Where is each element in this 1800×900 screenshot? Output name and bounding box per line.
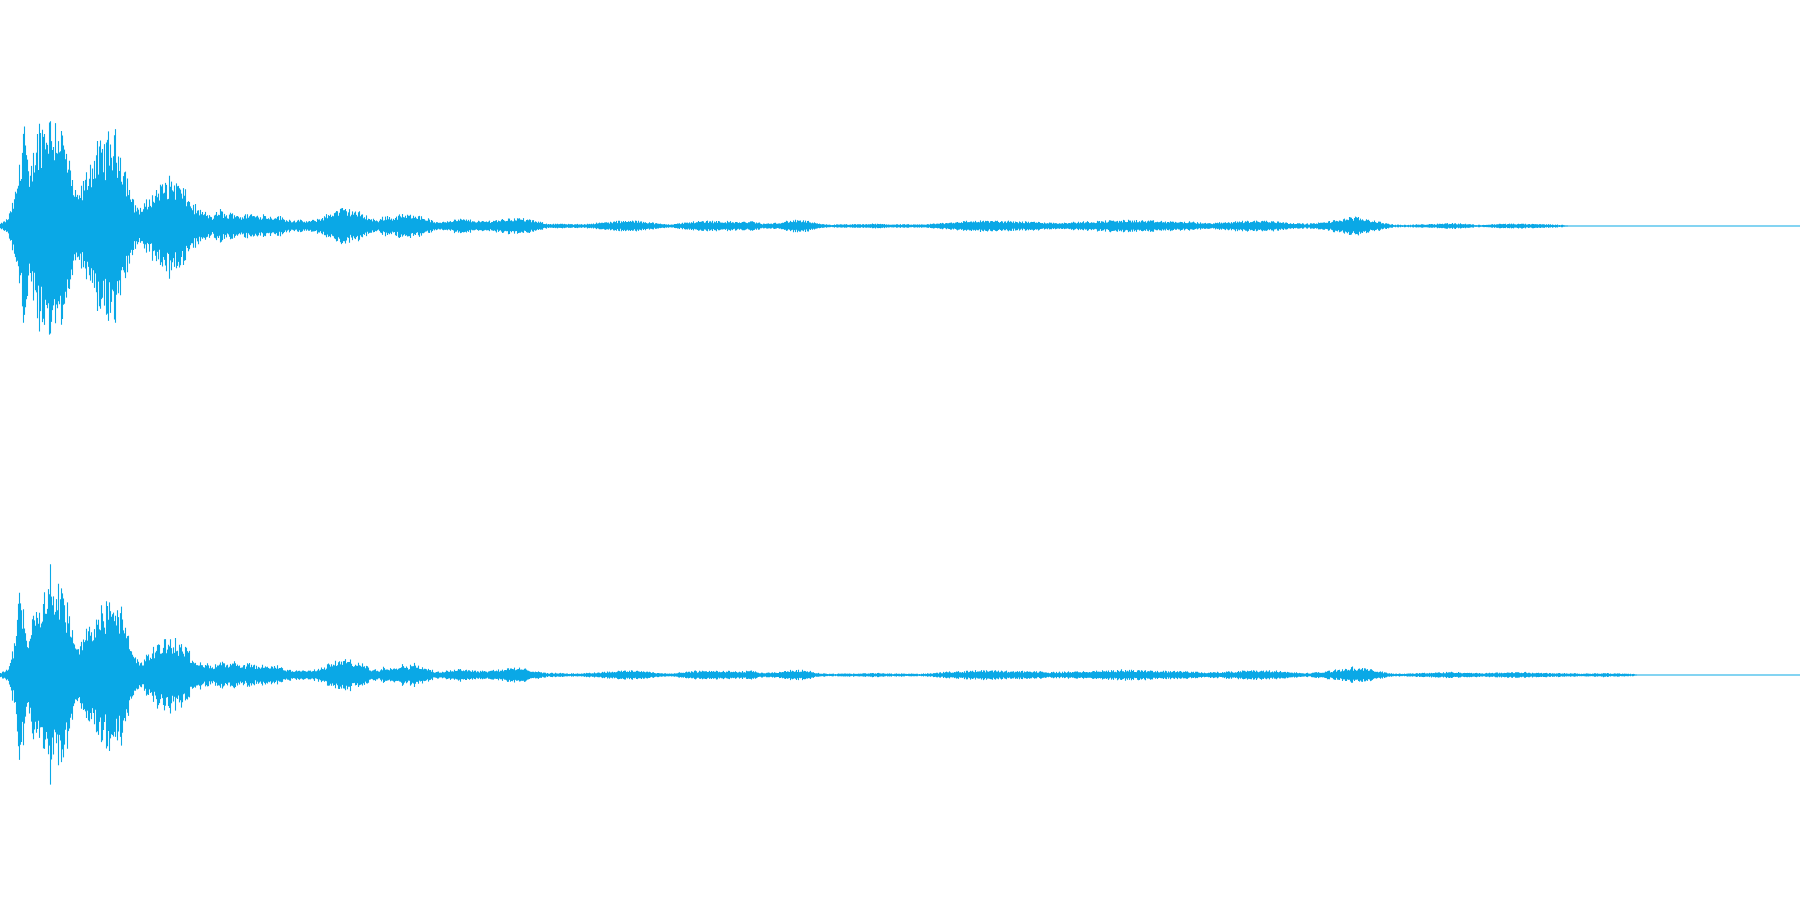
right-channel-signal	[0, 564, 1800, 785]
right-channel-waveform	[0, 564, 1800, 785]
left-channel-waveform	[0, 121, 1800, 335]
left-channel-signal	[0, 121, 1800, 335]
